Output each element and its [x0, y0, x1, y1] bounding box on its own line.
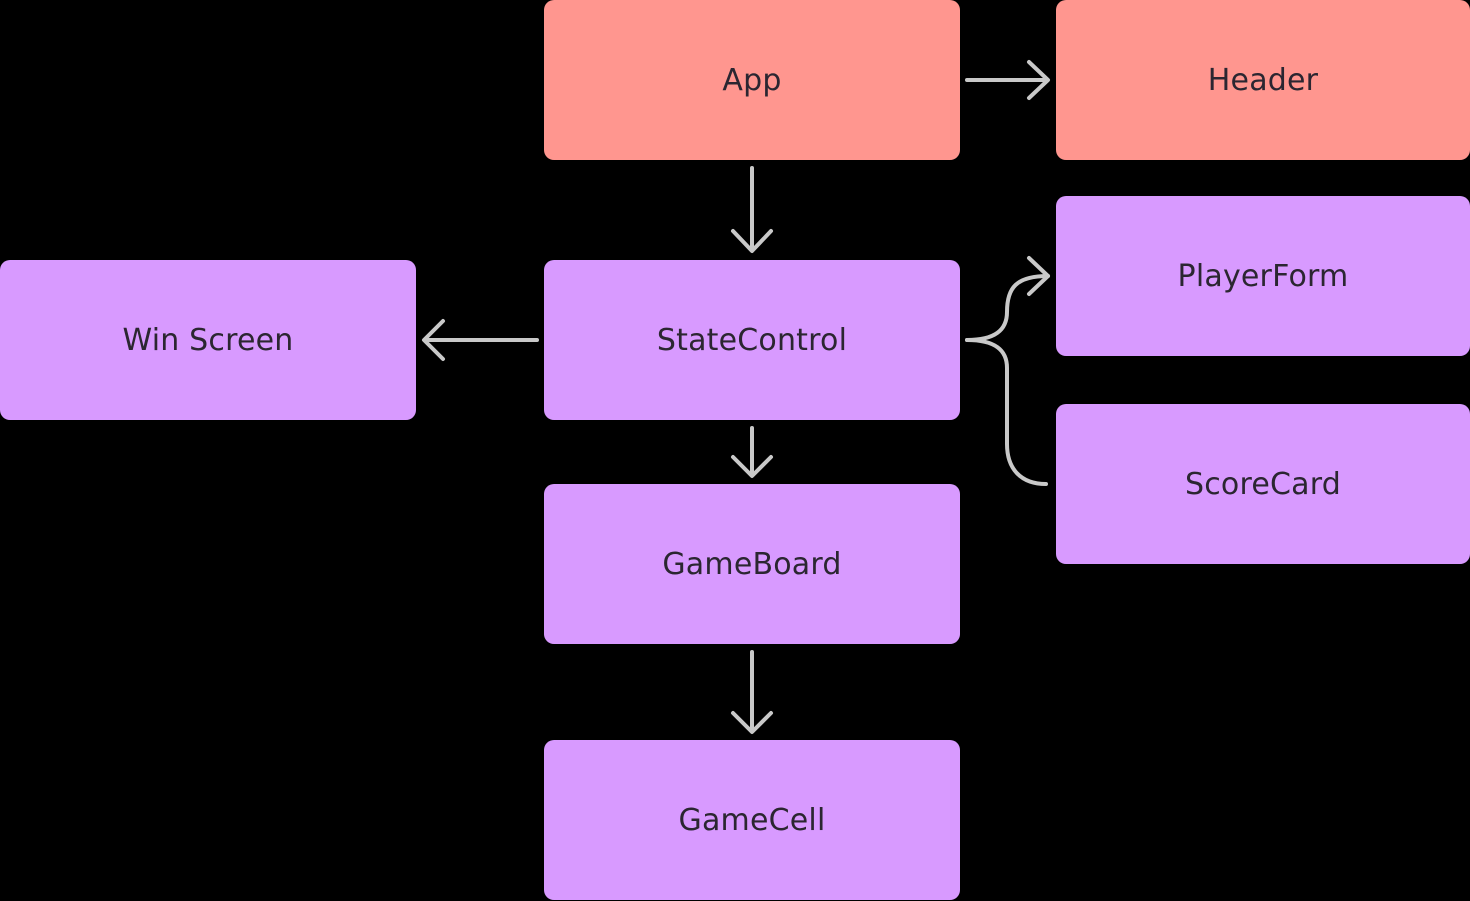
- edge-statecontrol-playerform: [965, 274, 1050, 342]
- node-playerform-label: PlayerForm: [1177, 258, 1349, 294]
- node-statecontrol: StateControl: [544, 260, 960, 420]
- edge-statecontrol-scorecard: [965, 338, 1048, 486]
- node-header: Header: [1056, 0, 1470, 160]
- arrowhead-playerform: [1027, 256, 1050, 296]
- arrowhead-gameboard: [731, 455, 773, 478]
- node-gamecell-label: GameCell: [678, 802, 826, 838]
- node-gamecell: GameCell: [544, 740, 960, 900]
- node-playerform: PlayerForm: [1056, 196, 1470, 356]
- node-gameboard: GameBoard: [544, 484, 960, 644]
- arrowhead-header: [1027, 60, 1050, 100]
- arrowhead-gamecell: [731, 711, 773, 734]
- arrowhead-statecontrol: [731, 229, 773, 253]
- node-winscreen: Win Screen: [0, 260, 416, 420]
- node-app: App: [544, 0, 960, 160]
- node-app-label: App: [722, 62, 782, 98]
- arrowhead-winscreen: [422, 319, 445, 361]
- node-gameboard-label: GameBoard: [662, 546, 842, 582]
- node-scorecard-label: ScoreCard: [1184, 466, 1341, 502]
- node-statecontrol-label: StateControl: [656, 322, 848, 358]
- node-scorecard: ScoreCard: [1056, 404, 1470, 564]
- node-header-label: Header: [1207, 62, 1319, 98]
- node-winscreen-label: Win Screen: [122, 322, 294, 358]
